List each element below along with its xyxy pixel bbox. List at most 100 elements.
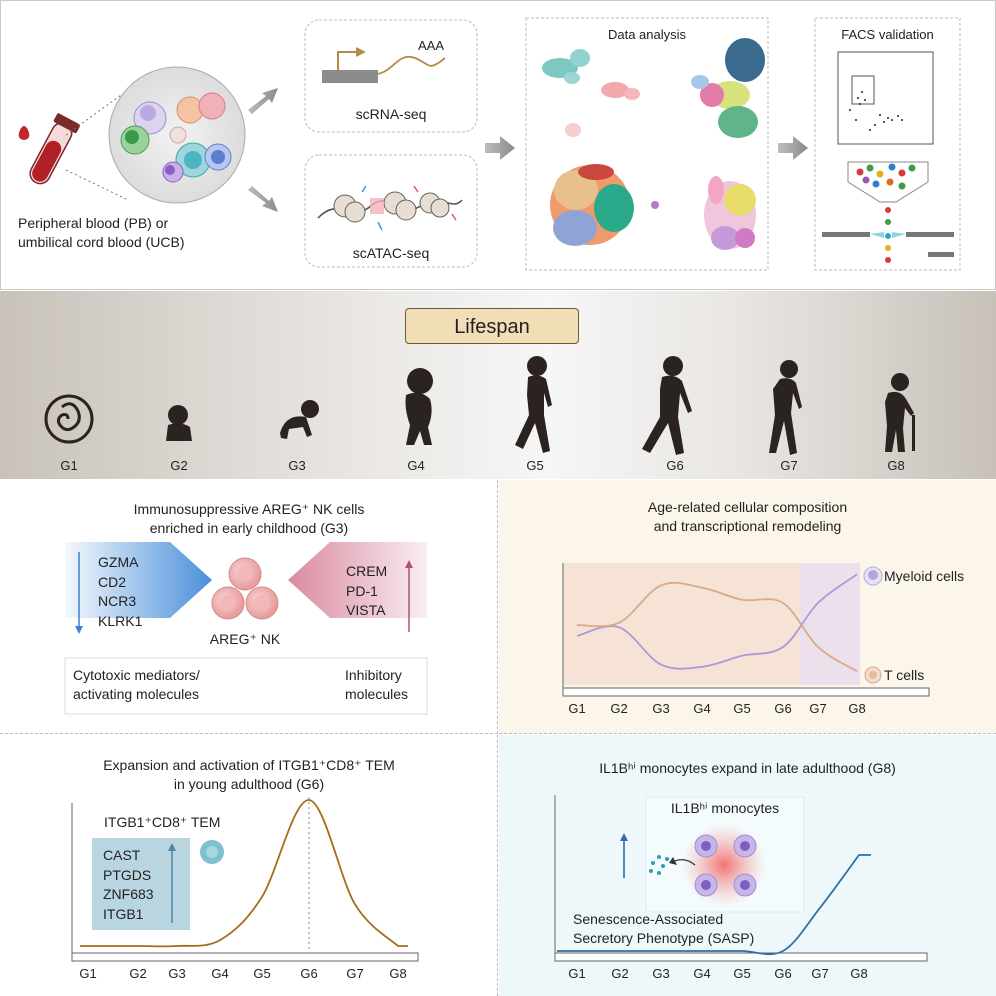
arrow-to-facs-icon (778, 136, 808, 160)
lifespan-silhouettes (44, 356, 915, 455)
gene-ptgds: PTGDS (103, 866, 152, 883)
gene-itgb1: ITGB1 (103, 905, 144, 922)
right-caption-line1: Inhibitory (345, 667, 402, 683)
x-tick-label-g7: G7 (346, 966, 363, 981)
mono-curve (557, 854, 871, 956)
scrna-box (304, 19, 478, 133)
stage-label-g7: G7 (780, 458, 798, 473)
x-tick-label-g7: G7 (811, 966, 828, 981)
composition-title: Age-related cellular composition and tra… (499, 498, 996, 536)
sasp-line1: Senescence-Associated (573, 911, 724, 927)
x-tick-label-g2: G2 (129, 966, 146, 981)
x-tick-label-g3: G3 (652, 701, 669, 716)
tem-cell-label: ITGB1⁺CD8⁺ TEM (104, 814, 221, 830)
stage-label-g2: G2 (170, 458, 188, 473)
tcell-line (576, 581, 858, 672)
left-caption-line2: activating molecules (73, 686, 200, 702)
x-tick-label-g3: G3 (168, 966, 185, 981)
umap-plot (542, 38, 765, 250)
middle-aged-icon (769, 360, 802, 455)
x-tick-label-g4: G4 (693, 966, 710, 981)
areg-cell-label: AREG⁺ NK (209, 631, 281, 647)
composition-title-line2: and transcriptional remodeling (653, 518, 842, 534)
caption-box (64, 657, 428, 715)
elderly-icon (885, 373, 915, 452)
myeloid-legend-icon (863, 566, 883, 586)
stage-label-g8: G8 (887, 458, 905, 473)
tem-x-axis-bar (71, 952, 419, 962)
down-arrow-shape (65, 542, 212, 618)
x-tick-label-g1: G1 (568, 966, 585, 981)
cell-dish-icon (108, 66, 246, 204)
tem-gene-box (92, 838, 190, 930)
x-tick-label-g8: G8 (850, 966, 867, 981)
arrow-to-scatac-icon (248, 186, 278, 212)
up-gene-list: CREM PD-1 VISTA (346, 562, 387, 621)
x-tick-label-g8: G8 (389, 966, 406, 981)
composition-x-axis-bar (562, 687, 930, 697)
late-phase-shade (800, 563, 860, 685)
gene-ncr3: NCR3 (98, 593, 137, 609)
rna-transcript-icon (322, 47, 446, 83)
right-caption-line2: molecules (345, 686, 409, 702)
x-tick-label-g8: G8 (848, 701, 865, 716)
blood-tube-icon (18, 113, 81, 185)
gene-cd2: CD2 (98, 573, 127, 590)
facs-title: FACS validation (841, 27, 934, 42)
sasp-label: Senescence-Associated Secretory Phenotyp… (573, 910, 754, 948)
analysis-title: Data analysis (607, 27, 687, 42)
arrow-to-scrna-icon (248, 88, 278, 114)
myeloid-line (576, 573, 858, 670)
x-tick-label-g5: G5 (253, 966, 270, 981)
myeloid-legend-label: Myeloid cells (884, 568, 965, 584)
stage-label-g4: G4 (407, 458, 425, 473)
up-arrow-shape (288, 542, 427, 618)
x-tick-label-g6: G6 (774, 701, 791, 716)
x-tick-label-g5: G5 (733, 701, 750, 716)
x-tick-label-g5: G5 (733, 966, 750, 981)
facs-sorter-icon (822, 161, 954, 263)
monocyte-cells-icon (694, 834, 757, 897)
sample-label: Peripheral blood (PB) or umbilical cord … (18, 214, 218, 252)
x-tick-label-g3: G3 (652, 966, 669, 981)
stage-label-g1: G1 (60, 458, 78, 473)
left-caption-line1: Cytotoxic mediators/ (73, 667, 200, 683)
secreted-factors-icon (649, 855, 696, 875)
zoom-line-bottom (65, 169, 129, 201)
right-caption: Inhibitory molecules (345, 666, 408, 704)
fetus-icon (44, 394, 94, 444)
lifespan-title: Lifespan (405, 308, 579, 344)
x-tick-label-g4: G4 (693, 701, 710, 716)
x-tick-label-g1: G1 (568, 701, 585, 716)
down-gene-list: GZMA CD2 NCR3 KLRK1 (98, 553, 142, 631)
x-tick-label-g2: G2 (611, 966, 628, 981)
gene-znf683: ZNF683 (103, 886, 154, 902)
tem-title: Expansion and activation of ITGB1⁺CD8⁺ T… (0, 756, 498, 794)
tem-title-line2: in young adulthood (G6) (173, 776, 325, 792)
child-icon (515, 356, 552, 453)
mono-x-axis-bar (554, 952, 928, 962)
areg-graphics (64, 542, 428, 715)
polya-label: AAA (418, 38, 445, 53)
left-caption: Cytotoxic mediators/ activating molecule… (73, 666, 200, 704)
facs-scatter-icon (837, 51, 934, 145)
areg-title: Immunosuppressive AREG⁺ NK cells enriche… (0, 500, 498, 538)
gene-klrk1: KLRK1 (98, 612, 143, 629)
tem-cell-icon (200, 840, 224, 864)
newborn-icon (166, 405, 192, 441)
early-phase-shade (563, 563, 800, 685)
stage-label-g5: G5 (526, 458, 544, 473)
x-tick-label-g6: G6 (774, 966, 791, 981)
x-tick-label-g1: G1 (79, 966, 96, 981)
mono-title: IL1Bʰⁱ monocytes expand in late adulthoo… (599, 760, 896, 776)
stage-label-g6: G6 (666, 458, 684, 473)
toddler-icon (405, 368, 433, 445)
x-tick-label-g2: G2 (610, 701, 627, 716)
areg-title-line2: enriched in early childhood (G3) (149, 520, 349, 536)
chromatin-icon (317, 185, 463, 231)
mono-x-ticks: G1 G2 G3 G4 G5 G6 G7 G8 (568, 966, 867, 981)
